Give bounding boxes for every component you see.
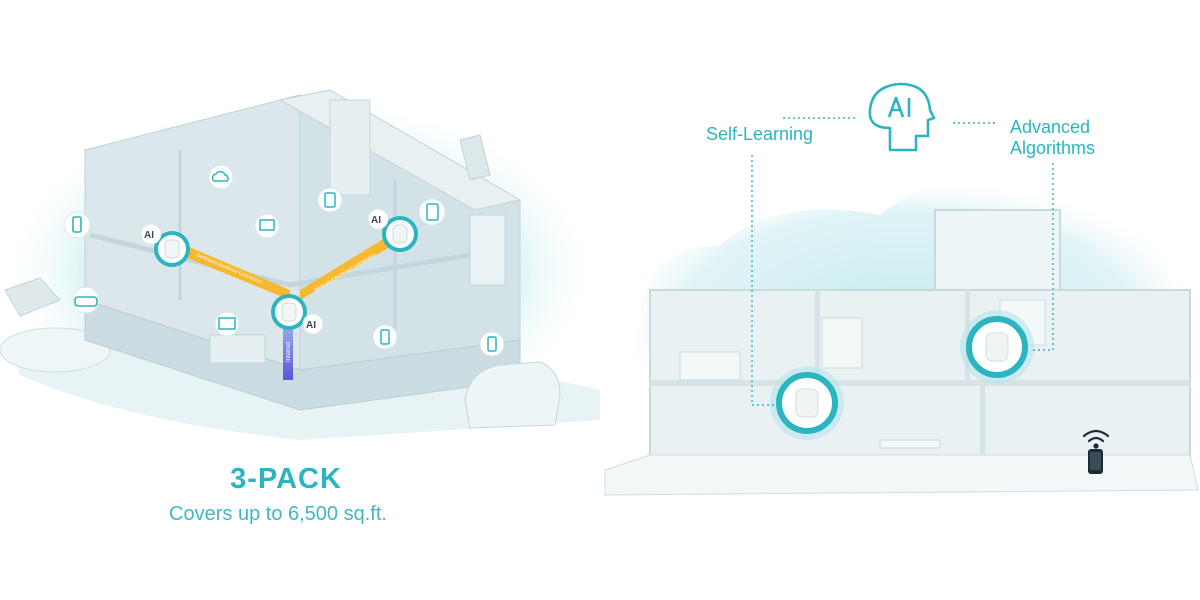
router-icon xyxy=(795,388,819,418)
building-base xyxy=(604,454,1199,496)
dining-table xyxy=(879,439,941,449)
phone-icon xyxy=(487,336,497,352)
router-node-center xyxy=(271,294,307,330)
router-node-upper xyxy=(960,310,1034,384)
room-wall-1 xyxy=(815,290,820,385)
bookshelf xyxy=(329,99,371,196)
laptop-bubble xyxy=(254,213,280,239)
pack-subtitle: Covers up to 6,500 sq.ft. xyxy=(169,503,387,525)
ground-wall xyxy=(980,386,985,460)
phone-bubble-mid xyxy=(372,324,398,350)
ai-badge-right: AI xyxy=(367,208,389,230)
self-learning-label: Self-Learning xyxy=(706,124,814,144)
sofa xyxy=(209,334,266,364)
router-icon xyxy=(985,332,1009,362)
pack-title: 3-PACK xyxy=(230,463,342,495)
tablet-bubble-right xyxy=(418,198,446,226)
game-bubble xyxy=(72,286,100,314)
wifi-icon xyxy=(1082,429,1110,449)
patio-circle xyxy=(0,327,111,373)
tablet-bubble-top xyxy=(317,187,343,213)
rooftop-room xyxy=(934,209,1061,291)
router-icon xyxy=(164,239,180,259)
phone-screen xyxy=(1090,452,1101,470)
phone-bubble-garage xyxy=(479,331,505,357)
router-node-right xyxy=(382,216,418,252)
advanced-line-2: Algorithms xyxy=(1010,138,1096,158)
phone-icon xyxy=(380,329,390,345)
tablet-icon xyxy=(426,203,439,221)
ai-head-icon xyxy=(868,82,936,152)
game-controller-icon xyxy=(74,296,98,307)
phone-bubble-far-left xyxy=(63,211,91,239)
internet-pillar xyxy=(283,320,293,380)
right-panel-ai-illustration: Self-Learning Advanced Algorithms xyxy=(600,0,1200,600)
phone-icon xyxy=(72,216,82,233)
laptop-icon xyxy=(259,219,275,231)
ai-badge-left: AI xyxy=(140,223,162,245)
tablet-icon xyxy=(324,192,336,208)
bookshelf xyxy=(821,317,863,369)
router-icon xyxy=(281,302,297,322)
cloud-icon xyxy=(211,170,229,182)
house-chimney xyxy=(459,134,491,181)
floor-divider xyxy=(650,380,1190,386)
left-panel-house-illustration: Dedicated Backhaul Connection Dedicated … xyxy=(0,89,600,525)
patio-furniture xyxy=(4,277,61,317)
house-cutaway-illustration: Dedicated Backhaul Connection Dedicated … xyxy=(0,89,600,445)
label-connectors xyxy=(751,117,1054,406)
window-grid xyxy=(469,214,506,286)
advanced-algorithms-label: Advanced Algorithms xyxy=(1010,117,1095,159)
tv-icon xyxy=(218,317,236,330)
router-node-lower xyxy=(770,366,844,440)
ai-badge-center: AI xyxy=(302,313,324,335)
ai-building-illustration xyxy=(604,82,1199,496)
svg-text:AI: AI xyxy=(306,320,316,331)
svg-text:AI: AI xyxy=(144,230,154,241)
internet-label: Internet xyxy=(286,341,292,362)
svg-text:AI: AI xyxy=(371,215,381,226)
counter xyxy=(679,351,741,381)
advanced-line-1: Advanced xyxy=(1010,117,1091,137)
router-icon xyxy=(392,224,408,244)
cloud-bubble xyxy=(208,164,234,190)
router-node-left xyxy=(154,231,190,267)
car xyxy=(464,361,561,429)
tv-bubble xyxy=(214,311,240,337)
